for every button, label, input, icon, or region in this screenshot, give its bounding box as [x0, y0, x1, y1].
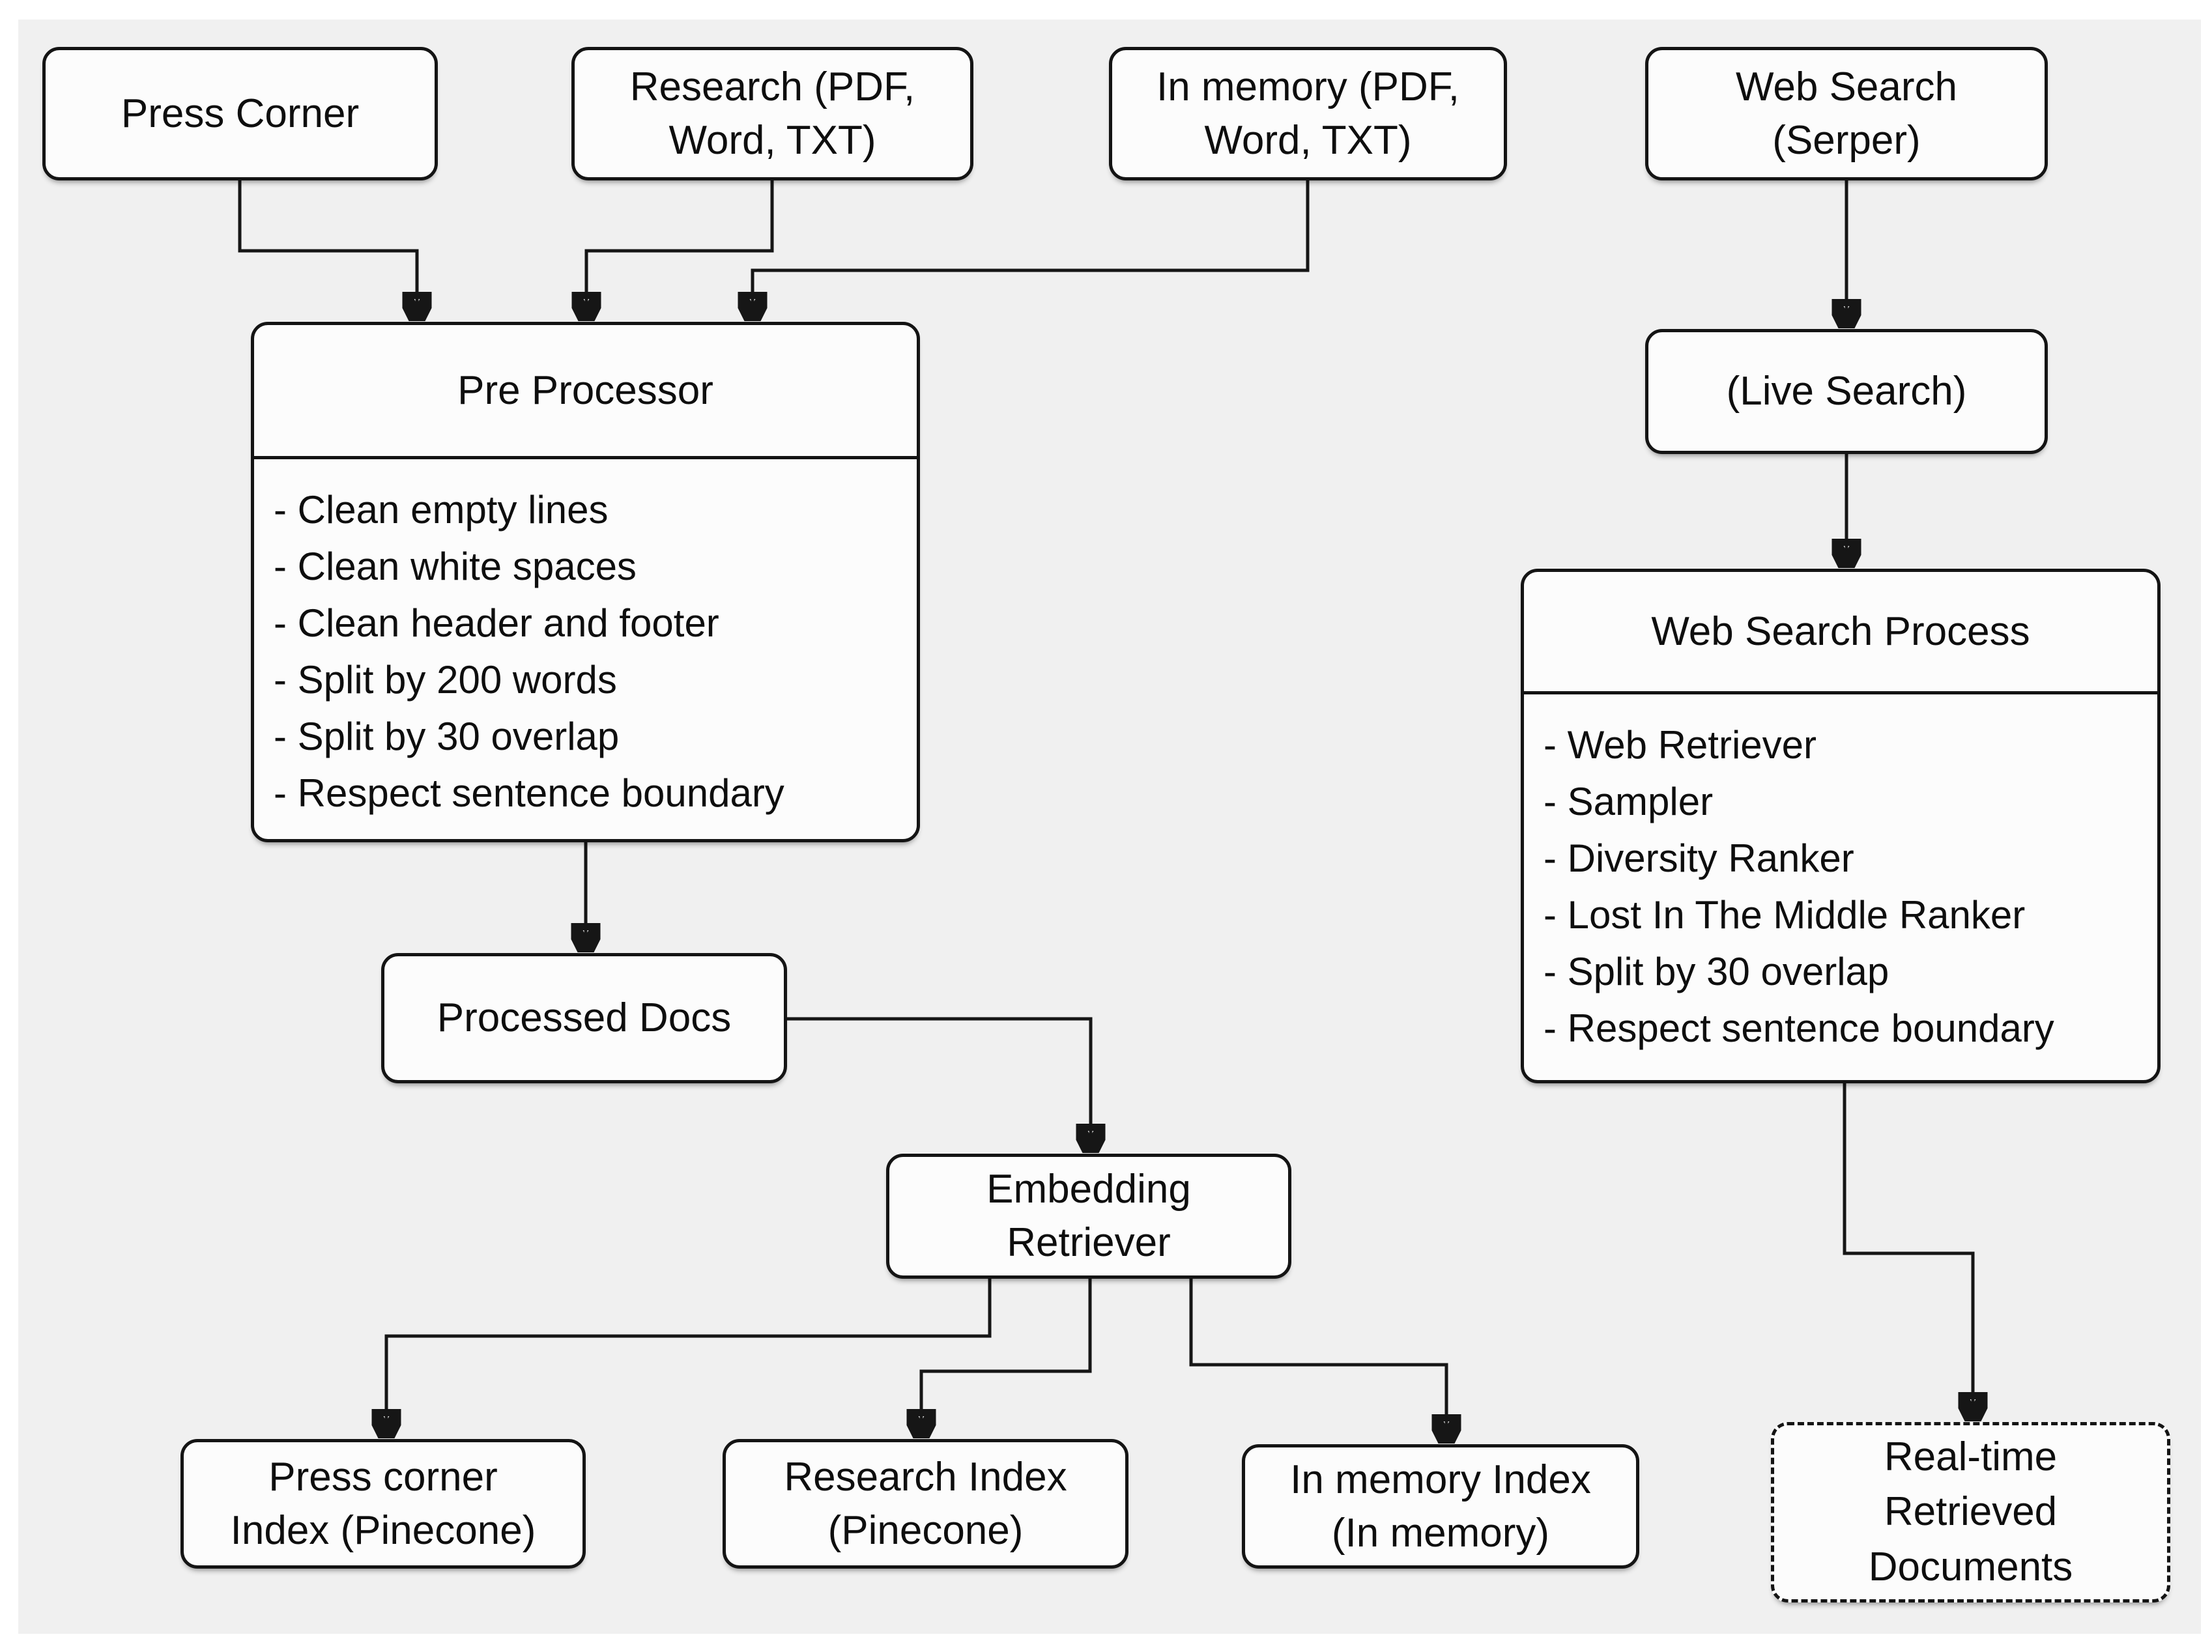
node-real-time-retrieved-documents-label: Real-time Retrieved Documents [1868, 1434, 2073, 1589]
edge-embedding-retriever-to-in-memory-index [1189, 1274, 1446, 1439]
node-pre-processor-steps: - Clean empty lines - Clean white spaces… [254, 459, 917, 839]
node-live-search: (Live Search) [1645, 329, 2048, 454]
edge-in-memory-to-pre-processor [753, 180, 1310, 317]
node-press-corner-label: Press Corner [121, 91, 360, 136]
web-search-process-step: - Sampler [1544, 780, 1714, 823]
edge-embedding-retriever-to-press-corner-index [386, 1274, 992, 1434]
node-research-index: Research Index (Pinecone) [723, 1439, 1128, 1569]
edge-research-to-pre-processor [586, 180, 774, 317]
node-processed-docs-label: Processed Docs [437, 995, 732, 1041]
web-search-process-step: - Split by 30 overlap [1544, 950, 1889, 993]
node-web-search: Web Search (Serper) [1645, 47, 2048, 180]
pre-processor-step: - Split by 200 words [274, 658, 617, 702]
node-embedding-retriever-label: Embedding Retriever [986, 1167, 1191, 1265]
node-research-label: Research (PDF, Word, TXT) [629, 64, 915, 163]
node-in-memory-label: In memory (PDF, Word, TXT) [1156, 64, 1460, 163]
node-press-corner-index: Press corner Index (Pinecone) [180, 1439, 586, 1569]
pre-processor-step: - Clean header and footer [274, 601, 719, 645]
pre-processor-step: - Clean white spaces [274, 545, 637, 588]
node-embedding-retriever: Embedding Retriever [886, 1154, 1291, 1279]
edge-web-search-process-to-real-time-docs [1843, 1083, 1973, 1417]
node-research-index-label: Research Index (Pinecone) [784, 1454, 1067, 1553]
node-web-search-process-steps: - Web Retriever - Sampler - Diversity Ra… [1524, 694, 2157, 1080]
node-live-search-label: (Live Search) [1726, 369, 1967, 414]
web-search-process-step: - Respect sentence boundary [1544, 1006, 2054, 1050]
node-research: Research (PDF, Word, TXT) [571, 47, 973, 180]
pre-processor-step: - Clean empty lines [274, 488, 609, 532]
node-press-corner-index-label: Press corner Index (Pinecone) [230, 1454, 536, 1553]
edge-embedding-retriever-to-research-index [921, 1274, 1092, 1434]
node-in-memory: In memory (PDF, Word, TXT) [1109, 47, 1507, 180]
node-in-memory-index-label: In memory Index (In memory) [1290, 1457, 1591, 1556]
web-search-process-step: - Web Retriever [1544, 723, 1817, 767]
pre-processor-step: - Respect sentence boundary [274, 771, 784, 815]
web-search-process-step: - Diversity Ranker [1544, 836, 1854, 880]
edge-press-corner-to-pre-processor [238, 180, 417, 317]
edge-processed-docs-to-embedding-retriever [782, 1017, 1091, 1148]
node-web-search-process: Web Search Process - Web Retriever - Sam… [1521, 569, 2161, 1083]
node-pre-processor: Pre Processor - Clean empty lines - Clea… [251, 322, 920, 842]
node-in-memory-index: In memory Index (In memory) [1242, 1444, 1639, 1569]
node-processed-docs: Processed Docs [381, 953, 787, 1083]
pre-processor-step: - Split by 30 overlap [274, 715, 620, 758]
node-web-search-process-title: Web Search Process [1524, 572, 2157, 694]
web-search-process-step: - Lost In The Middle Ranker [1544, 893, 2026, 937]
node-real-time-retrieved-documents: Real-time Retrieved Documents [1771, 1422, 2170, 1602]
node-web-search-label: Web Search (Serper) [1735, 64, 1958, 163]
node-press-corner: Press Corner [42, 47, 438, 180]
node-pre-processor-title: Pre Processor [254, 325, 917, 459]
